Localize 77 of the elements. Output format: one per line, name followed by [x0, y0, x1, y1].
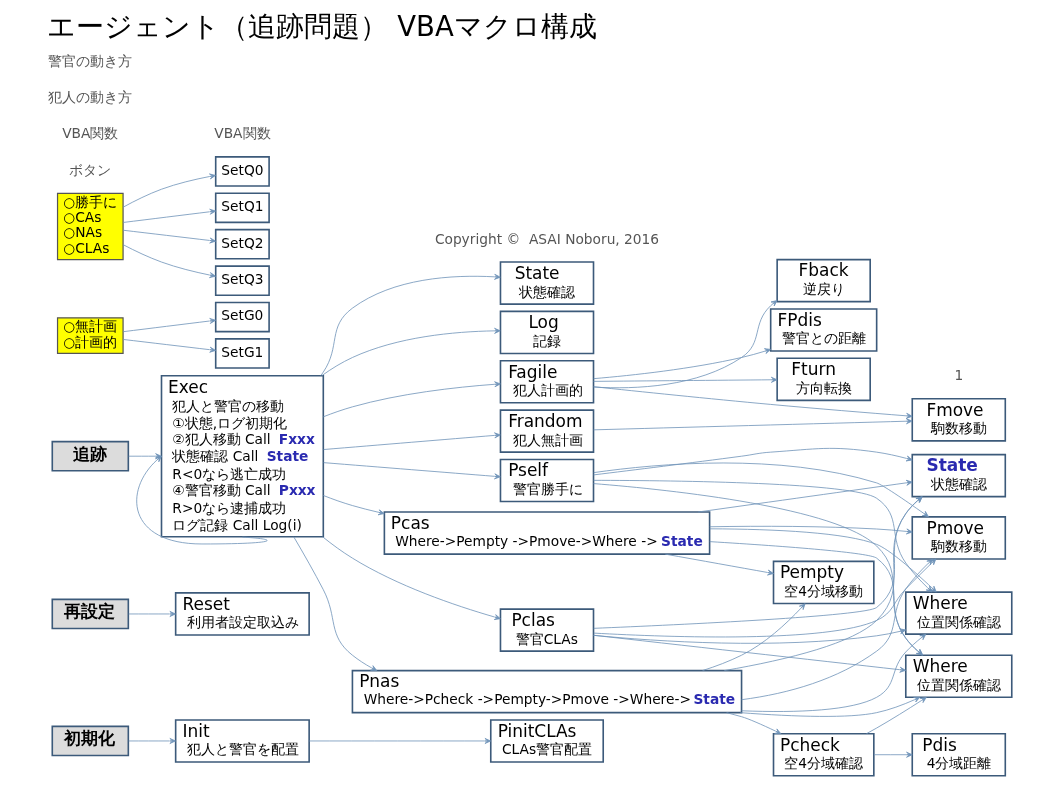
- node-box: Pcas Where->Pempty ->Pmove->Where ->State: [383, 511, 711, 555]
- arrow: [128, 611, 176, 617]
- node-box: Fturn 方向転換: [776, 357, 871, 402]
- arrow: [741, 633, 927, 712]
- label: 1: [954, 367, 964, 384]
- node-box: Pempty 空4分域移動: [772, 560, 875, 605]
- label: VBA関数: [62, 125, 119, 142]
- node-box: ○勝手に ○CAs ○NAs ○CLAs: [56, 192, 124, 261]
- label: VBA関数: [214, 125, 271, 142]
- node-box: Pself 警官勝手に: [499, 458, 595, 503]
- arrow: [123, 229, 216, 244]
- arrow: [866, 696, 927, 735]
- arrow: [128, 738, 176, 744]
- node-box: Frandom 犯人無計画: [499, 409, 595, 453]
- label: 犯人の動き方: [48, 88, 133, 105]
- label: Copyright © ASAI Noboru, 2016: [434, 230, 660, 247]
- arrow: [320, 273, 501, 376]
- arrow: [593, 418, 913, 431]
- node-box: Pnas Where->Pcheck ->Pempty->Pmove ->Where->State: [351, 669, 743, 714]
- arrow: [702, 603, 806, 671]
- node-box: 初期化: [51, 725, 130, 757]
- arrow: [593, 634, 907, 673]
- arrow: [122, 244, 216, 279]
- arrow: [593, 348, 771, 380]
- arrow: [593, 496, 923, 629]
- node-box: Pmove 駒数移動: [911, 516, 1007, 560]
- arrow: [664, 553, 774, 576]
- node-box: Log 記録: [499, 310, 595, 355]
- node-box: ○無計画 ○計画的: [56, 317, 124, 355]
- node-box: Fmove 駒数移動: [911, 397, 1007, 442]
- arrow: [123, 318, 216, 333]
- node-box: Fback 逆戻り: [776, 258, 871, 303]
- node-box: Fagile 犯人計画的: [499, 359, 595, 404]
- node-box: Reset 利用者設定取込み: [174, 592, 310, 636]
- arrow: [593, 386, 913, 419]
- label: 警官の動き方: [48, 52, 133, 69]
- arrow: [322, 381, 501, 418]
- node-box: State 状態確認: [499, 261, 595, 305]
- arrow: [293, 536, 378, 671]
- arrow: [122, 173, 216, 208]
- arrow: [739, 696, 921, 717]
- arrow: [873, 751, 913, 758]
- node-box: Where 位置関係確認: [904, 654, 1013, 699]
- node-box: PinitCLAs CLAs警官配置: [489, 719, 605, 763]
- node-box: SetG1: [214, 338, 270, 369]
- arrow: [308, 738, 491, 744]
- arrow: [593, 300, 778, 389]
- node-box: Pcheck 空4分域確認: [772, 732, 875, 777]
- node-box: SetQ1: [214, 192, 270, 224]
- arrow: [593, 447, 913, 476]
- node-box: SetQ0: [214, 156, 270, 187]
- arrow: [322, 495, 385, 516]
- node-box: FPdis 警官との距離: [769, 308, 878, 352]
- arrow: [593, 376, 778, 383]
- node-box: SetQ3: [214, 265, 270, 296]
- arrow: [323, 462, 501, 480]
- arrow: [322, 536, 501, 620]
- arrow: [321, 327, 501, 376]
- node-box: SetQ2: [214, 228, 270, 260]
- label: ボタン: [69, 161, 112, 178]
- arrow: [726, 712, 782, 735]
- arrow: [593, 462, 929, 518]
- node-box: Pdis 4分域距離: [911, 732, 1007, 777]
- node-box: Init 犯人と警官を配置: [174, 719, 310, 763]
- arrow: [697, 479, 913, 513]
- node-box: Where 位置関係確認: [904, 591, 1013, 635]
- node-box: Exec 犯人と警官の移動 ①状態,ログ初期化 ②犯人移動 Call Fxxx 状態確認 Call State R<0なら逃亡成功 ④警官移動 Call Pxxx R>0なら逮捕成功 ログ記録 Call Log(i): [160, 374, 325, 538]
- arrow: [323, 432, 501, 450]
- arrow: [709, 525, 913, 535]
- node-box: 再設定: [51, 598, 130, 630]
- node-box: 追跡: [51, 440, 130, 472]
- arrow: [123, 208, 216, 223]
- arrow: [123, 339, 216, 353]
- diagram-title: エージェント（追跡問題） VBAマクロ構成: [47, 10, 597, 43]
- node-box: Pclas 警官CLAs: [499, 608, 595, 652]
- node-box: State 状態確認: [911, 453, 1007, 498]
- node-box: SetG0: [214, 301, 270, 333]
